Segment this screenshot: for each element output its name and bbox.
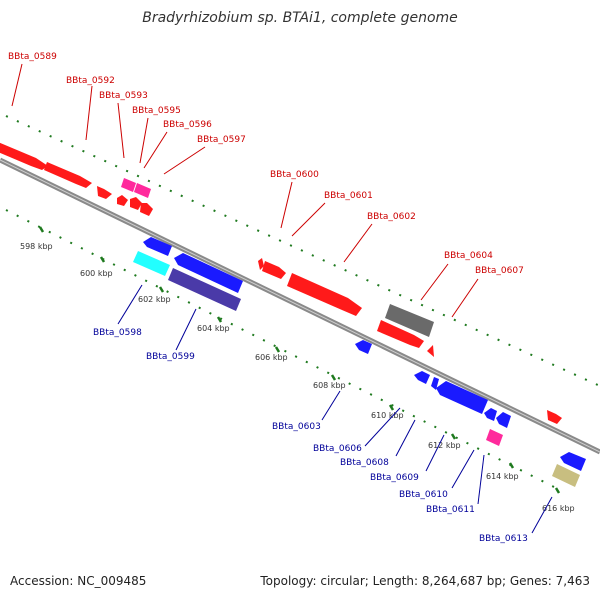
- reverse-callouts: [117, 284, 553, 534]
- gene-arrow[interactable]: [427, 345, 434, 357]
- reverse-genes: [133, 237, 586, 487]
- tick-label: 610 kbp: [371, 411, 404, 420]
- gene-arrow[interactable]: [355, 340, 372, 354]
- gene-arrow[interactable]: [143, 237, 172, 256]
- tick-label: 600 kbp: [80, 269, 113, 278]
- outer-tick-track: [5, 115, 600, 387]
- gene-label-reverse[interactable]: BBta_0606: [313, 444, 362, 454]
- gene-box[interactable]: [552, 464, 580, 487]
- gene-label-forward[interactable]: BBta_0607: [475, 266, 524, 276]
- tick-label: 606 kbp: [255, 353, 288, 362]
- gene-arrow[interactable]: [377, 320, 424, 348]
- gene-box[interactable]: [121, 178, 136, 192]
- tick-label: 598 kbp: [20, 242, 53, 251]
- gene-arrow[interactable]: [44, 162, 92, 188]
- gene-arrow[interactable]: [140, 203, 153, 216]
- gene-label-forward[interactable]: BBta_0600: [270, 170, 319, 180]
- gene-box[interactable]: [168, 268, 241, 311]
- gene-label-reverse[interactable]: BBta_0599: [146, 352, 195, 362]
- gene-label-forward[interactable]: BBta_0596: [163, 120, 212, 130]
- gene-label-forward[interactable]: BBta_0597: [197, 135, 246, 145]
- gene-label-reverse[interactable]: BBta_0609: [370, 473, 419, 483]
- topology-text: Topology: circular; Length: 8,264,687 bp…: [260, 574, 590, 588]
- gene-label-reverse[interactable]: BBta_0603: [272, 422, 321, 432]
- backbone-highlight: [0, 159, 600, 453]
- gene-label-forward[interactable]: BBta_0601: [324, 191, 373, 201]
- gene-label-forward[interactable]: BBta_0602: [367, 212, 416, 222]
- gene-label-reverse[interactable]: BBta_0613: [479, 534, 528, 544]
- gene-label-forward[interactable]: BBta_0592: [66, 76, 115, 86]
- gene-arrow[interactable]: [547, 410, 562, 424]
- forward-genes: [0, 142, 562, 424]
- gene-label-forward[interactable]: BBta_0604: [444, 251, 493, 261]
- gene-box[interactable]: [486, 429, 503, 446]
- genome-title: Bradyrhizobium sp. BTAi1, complete genom…: [142, 10, 458, 26]
- tick-label: 614 kbp: [486, 472, 519, 481]
- tick-label: 604 kbp: [197, 324, 230, 333]
- tick-label: 608 kbp: [313, 381, 346, 390]
- gene-label-forward[interactable]: BBta_0589: [8, 52, 57, 62]
- gene-label-reverse[interactable]: BBta_0610: [399, 490, 448, 500]
- gene-arrow[interactable]: [287, 273, 362, 316]
- gene-arrow[interactable]: [484, 408, 497, 421]
- tick-label: 602 kbp: [138, 295, 171, 304]
- gene-label-forward[interactable]: BBta_0595: [132, 106, 181, 116]
- tick-label: 616 kbp: [542, 504, 575, 513]
- inner-tick-track: [5, 209, 561, 491]
- accession-text: Accession: NC_009485: [10, 574, 147, 588]
- gene-arrow[interactable]: [496, 412, 511, 428]
- gene-arrow[interactable]: [97, 186, 112, 199]
- gene-arrow[interactable]: [436, 381, 488, 414]
- gene-box[interactable]: [133, 251, 170, 276]
- gene-arrow[interactable]: [560, 452, 586, 471]
- gene-arrow[interactable]: [258, 258, 264, 270]
- gene-arrow[interactable]: [0, 142, 48, 170]
- gene-arrow[interactable]: [414, 371, 430, 384]
- gene-label-reverse[interactable]: BBta_0598: [93, 328, 142, 338]
- gene-box[interactable]: [134, 183, 151, 198]
- gene-label-reverse[interactable]: BBta_0611: [426, 505, 475, 515]
- gene-arrow[interactable]: [117, 195, 128, 206]
- gene-arrow[interactable]: [174, 253, 243, 293]
- tick-label: 612 kbp: [428, 441, 461, 450]
- gene-arrow[interactable]: [431, 377, 439, 390]
- gene-label-forward[interactable]: BBta_0593: [99, 91, 148, 101]
- major-ticks: [38, 226, 561, 494]
- gene-arrow[interactable]: [262, 261, 286, 279]
- gene-box[interactable]: [385, 304, 434, 337]
- forward-callouts: [11, 63, 479, 318]
- gene-label-reverse[interactable]: BBta_0608: [340, 458, 389, 468]
- gene-arrow[interactable]: [130, 197, 142, 210]
